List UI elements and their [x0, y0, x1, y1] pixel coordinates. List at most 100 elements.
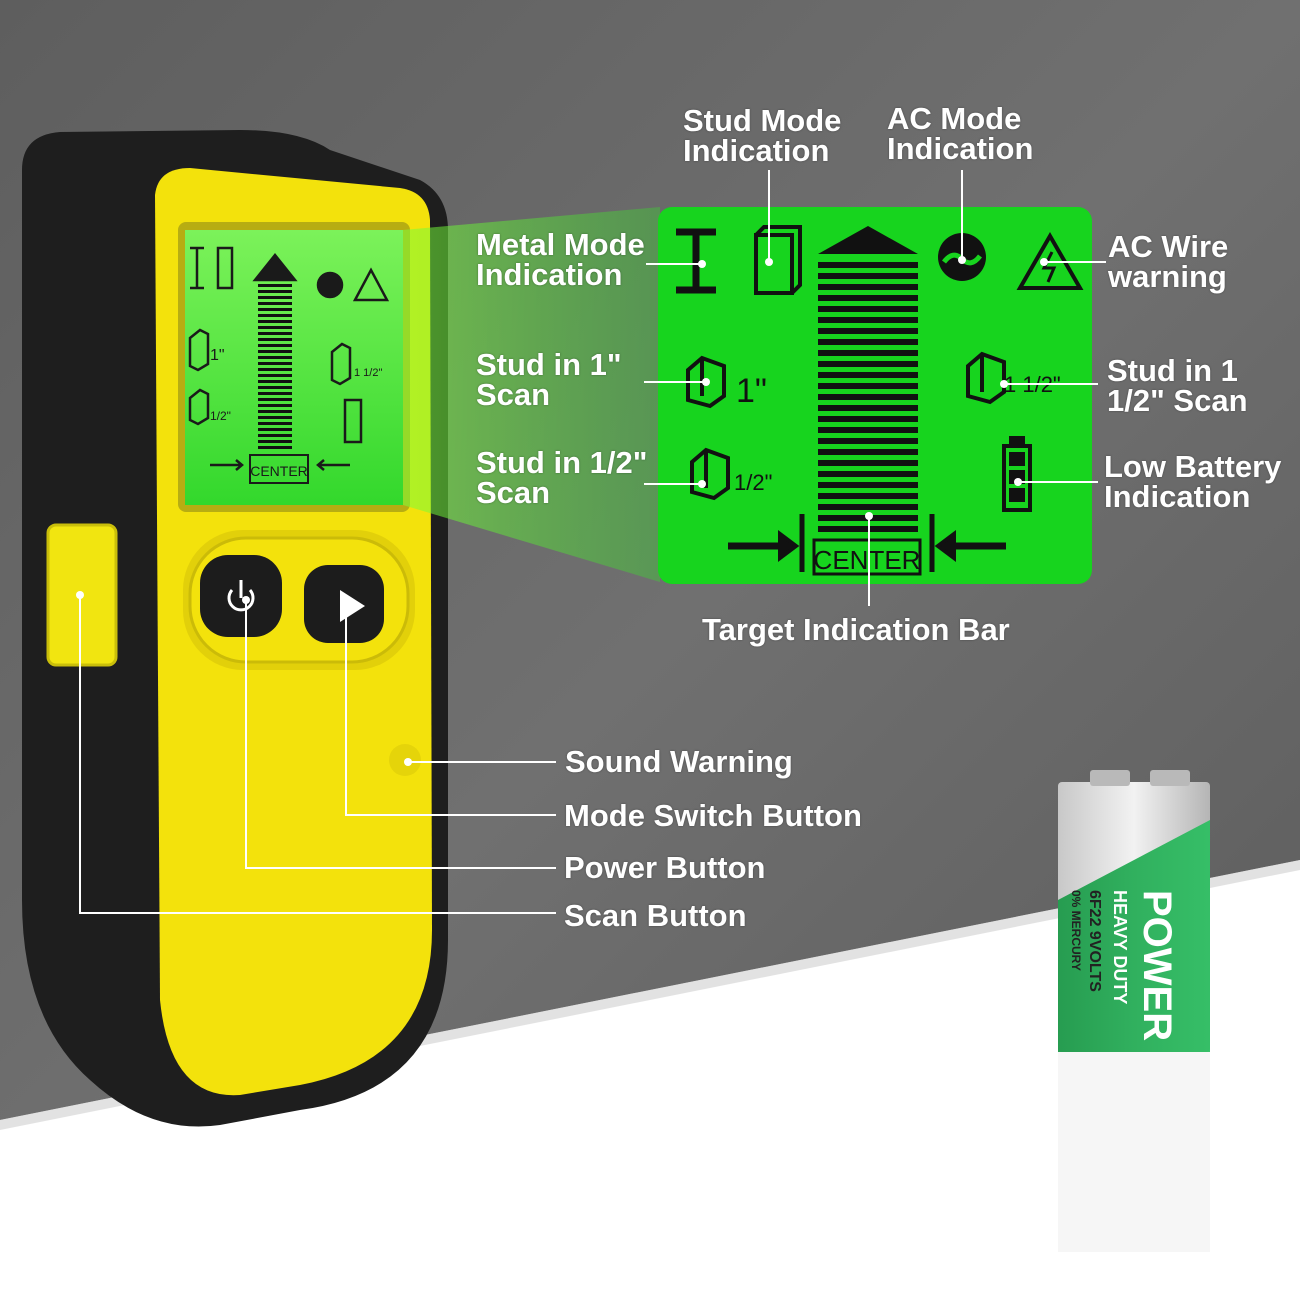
metal-mode-line-1: Metal Mode: [476, 227, 645, 262]
metal-mode-line-2: Indication: [476, 257, 623, 292]
magnify-beam: [403, 207, 660, 582]
battery-mercury: 0% MERCURY: [1069, 890, 1083, 971]
metal-mode-label: Metal Mode Indication: [476, 227, 645, 292]
stud-1-5-label: Stud in 1 1/2" Scan: [1107, 353, 1248, 418]
target-bar-segment: [818, 273, 918, 279]
target-bar-segment: [258, 374, 292, 377]
device-target-bars: [258, 284, 292, 449]
device-battery-icon: [343, 398, 363, 444]
scan-button-label: Scan Button: [564, 898, 747, 933]
device-inch-half-label: 1/2": [210, 409, 231, 423]
target-arrow-icon: [818, 226, 918, 254]
target-bar-segment: [258, 362, 292, 365]
target-bar-segment: [258, 344, 292, 347]
mode-switch-label: Mode Switch Button: [564, 798, 862, 833]
target-bar-segment: [258, 398, 292, 401]
target-bar-segment: [258, 302, 292, 305]
stud-finder-device: CENTER 1" 1/2" 1 1/2": [22, 130, 448, 1127]
stud-half-line-2: Scan: [476, 475, 551, 510]
target-bar-segment: [818, 317, 918, 323]
target-bar-segment: [818, 361, 918, 367]
target-bar-segment: [258, 380, 292, 383]
target-bar-segment: [818, 438, 918, 444]
stud-mode-icon: [754, 233, 794, 295]
stud-half-icon: [690, 447, 730, 501]
target-bar-segment: [818, 295, 918, 301]
stud-1-icon: [686, 355, 726, 409]
target-bar-segment: [258, 368, 292, 371]
ac-wire-line-1: AC Wire: [1108, 229, 1229, 264]
target-bar-segment: [258, 410, 292, 413]
target-bar-segment: [258, 434, 292, 437]
device-center-text: CENTER: [250, 463, 308, 479]
target-bar-segment: [258, 386, 292, 389]
target-bar-segment: [818, 449, 918, 455]
target-bar-segment: [818, 372, 918, 378]
target-bar-segment: [258, 416, 292, 419]
low-battery-line-2: Indication: [1104, 479, 1251, 514]
target-bar-segment: [818, 306, 918, 312]
device-inch-1-label: 1": [210, 347, 225, 364]
ac-mode-line-1: AC Mode: [887, 101, 1022, 136]
target-bar-segment: [258, 296, 292, 299]
stud-1-line-2: Scan: [476, 377, 551, 412]
target-bar-segment: [818, 427, 918, 433]
power-button-label: Power Button: [564, 850, 766, 885]
stud-1-line-1: Stud in 1": [476, 347, 622, 382]
target-bar-segment: [258, 284, 292, 287]
battery-spec: 6F22 9VOLTS: [1086, 890, 1103, 992]
ac-wire-line-2: warning: [1108, 259, 1227, 294]
target-bar-segment: [258, 440, 292, 443]
device-metal-icon: [190, 246, 204, 290]
device-stud-1-icon: [188, 328, 210, 372]
device-left-arrow-icon: [210, 459, 244, 471]
stud-half-label: Stud in 1/2" Scan: [476, 447, 647, 510]
device-stud-icon: [216, 246, 234, 290]
target-bar-segment: [818, 350, 918, 356]
target-bar-segment: [258, 404, 292, 407]
floor: [0, 860, 1300, 1300]
target-bar-segment: [258, 350, 292, 353]
target-bar-segment: [258, 308, 292, 311]
target-bar-segment: [258, 314, 292, 317]
stud-mode-label: Stud Mode Indication: [683, 105, 841, 168]
target-bar-segment: [818, 416, 918, 422]
metal-mode-icon: [676, 228, 716, 294]
target-bar-segment: [258, 446, 292, 449]
device-inch-15-label: 1 1/2": [354, 367, 382, 379]
stud-mode-line-2: Indication: [683, 133, 830, 168]
target-bar-segment: [258, 326, 292, 329]
ac-wire-label: AC Wire warning: [1108, 229, 1229, 294]
stud-1-5-line-1: Stud in 1: [1107, 353, 1238, 388]
target-bar-segment: [818, 383, 918, 389]
stud-1-5-line-2: 1/2" Scan: [1107, 383, 1248, 418]
low-battery-line-1: Low Battery: [1104, 449, 1282, 484]
target-bar-segment: [818, 493, 918, 499]
target-bar-segment: [258, 428, 292, 431]
target-bar-segment: [818, 394, 918, 400]
target-bar-segment: [258, 392, 292, 395]
device-stud-half-icon: [188, 388, 210, 426]
stud-1-5-icon: [966, 351, 1006, 405]
ac-mode-label: AC Mode Indication: [887, 101, 1034, 166]
target-bar-segment: [258, 320, 292, 323]
panel-inch-1-label: 1": [736, 372, 767, 410]
panel-inch-half-label: 1/2": [734, 470, 772, 495]
low-battery-label: Low Battery Indication: [1104, 449, 1282, 514]
stud-1-label: Stud in 1" Scan: [476, 347, 622, 412]
target-bar-segment: [818, 339, 918, 345]
device-right-arrow-icon: [316, 459, 350, 471]
target-bar-label: Target Indication Bar: [702, 612, 1010, 647]
target-bar-segment: [258, 422, 292, 425]
target-bar-segment: [258, 290, 292, 293]
battery-9v: POWER HEAVY DUTY 6F22 9VOLTS 0% MERCURY: [1058, 770, 1210, 1252]
target-bar-segment: [258, 332, 292, 335]
panel-center-text: CENTER: [814, 545, 921, 575]
ac-mode-line-2: Indication: [887, 131, 1034, 166]
device-warning-icon: [352, 267, 390, 302]
target-bar-segment: [818, 471, 918, 477]
target-bar-segment: [818, 405, 918, 411]
device-arrow-icon: [252, 252, 298, 282]
target-bar-segment: [818, 328, 918, 334]
